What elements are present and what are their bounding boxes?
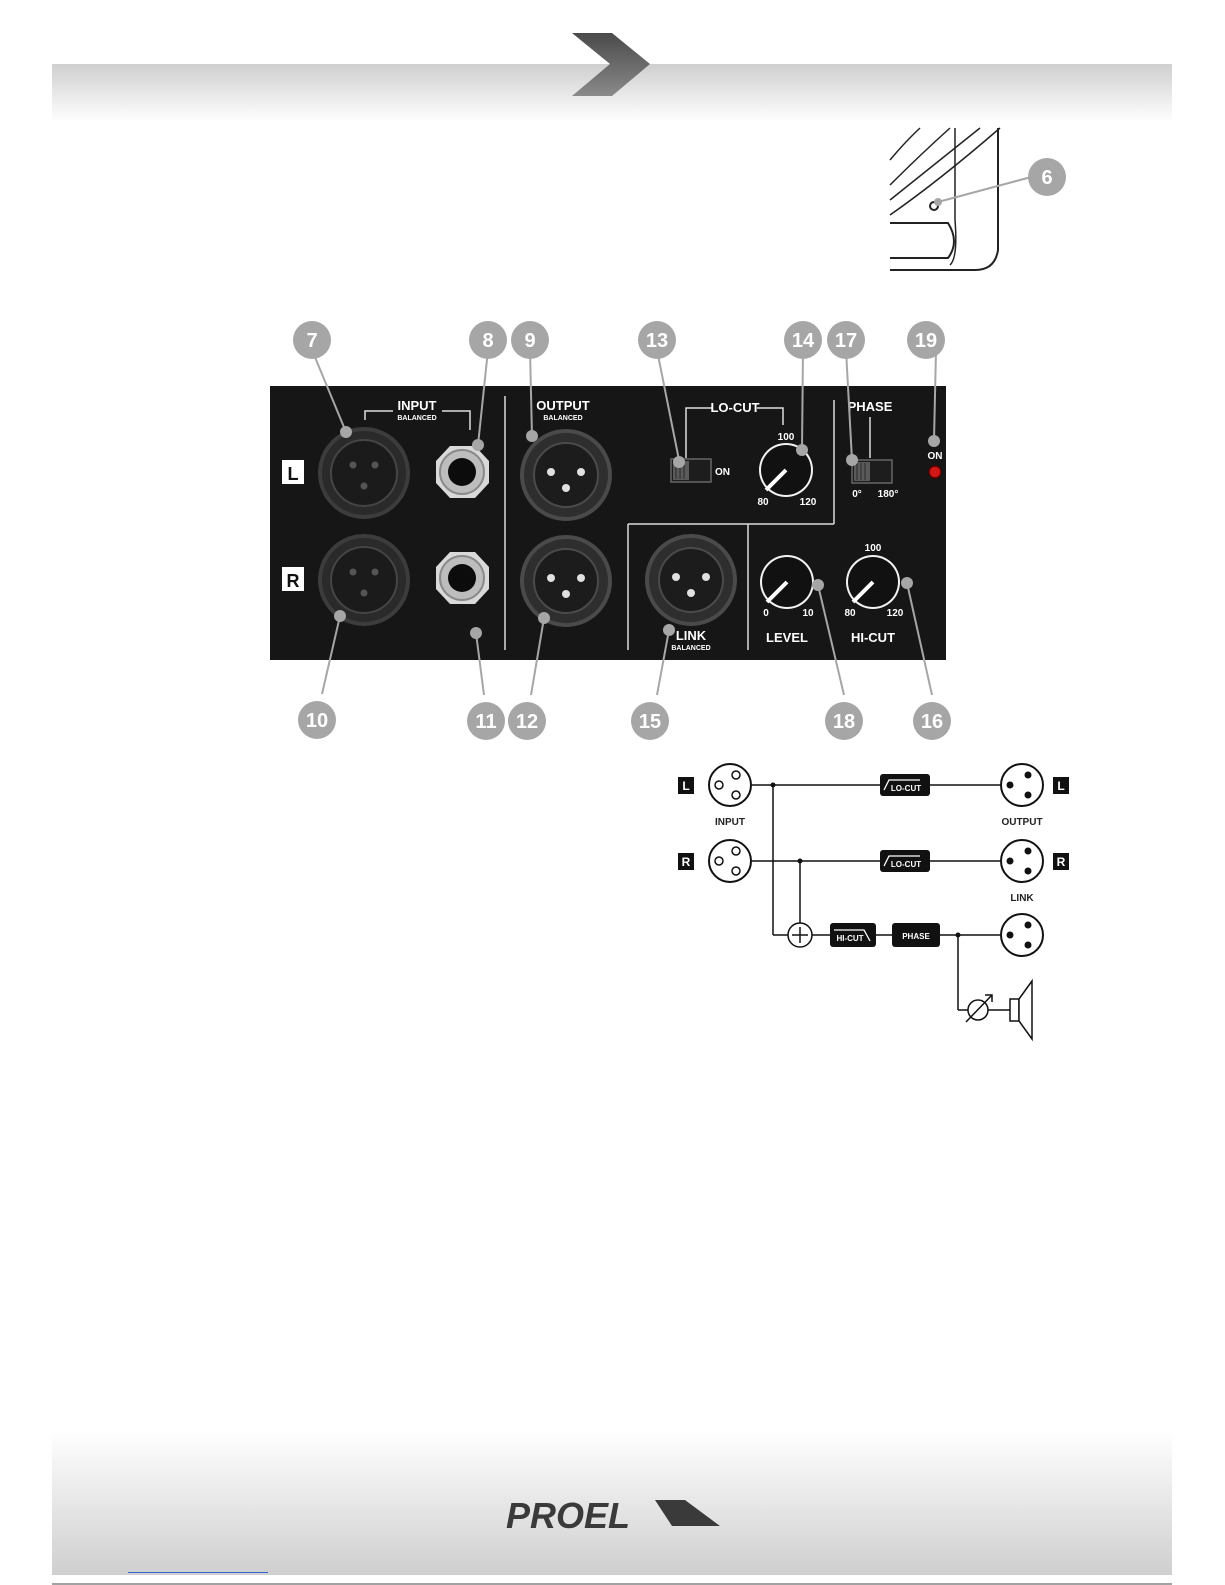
svg-text:7: 7 [306,330,317,352]
footer-link-underline [128,1572,268,1573]
diagram-link-xlr-icon [1001,914,1043,956]
diagram-input-r-badge: R [682,855,691,869]
callout-10: 10 [298,701,336,739]
svg-text:9: 9 [524,330,535,352]
svg-text:19: 19 [915,330,937,352]
callout-layer: 6 7 8 9 13 14 17 19 10 11 12 15 18 16 [0,0,1225,760]
callout-18: 18 [825,702,863,740]
svg-text:6: 6 [1041,167,1052,189]
diagram-hicut-box: HI-CUT [830,923,876,947]
diagram-input-xlr-l-icon [709,764,751,806]
brand-logo-text: PROEL [506,1495,630,1536]
callout-8: 8 [469,321,507,359]
block-diagram: L R L R INPUT OUTPUT LINK LO-CUT [670,755,1090,1045]
diagram-sum-node-icon [788,923,812,947]
callout-17: 17 [827,321,865,359]
svg-text:16: 16 [921,711,943,733]
svg-text:15: 15 [639,711,661,733]
diagram-output-l-badge: L [1057,779,1064,793]
diagram-locut-box-r: LO-CUT [880,850,930,872]
diagram-level-control-icon [966,995,992,1022]
svg-text:12: 12 [516,711,538,733]
callout-16: 16 [913,702,951,740]
svg-text:13: 13 [646,330,668,352]
diagram-output-r-badge: R [1057,855,1066,869]
svg-text:LO-CUT: LO-CUT [891,860,921,869]
svg-text:10: 10 [306,710,328,732]
diagram-output-xlr-r-icon [1001,840,1043,882]
diagram-speaker-icon [1010,981,1032,1039]
svg-text:17: 17 [835,330,857,352]
diagram-link-label: LINK [1010,893,1034,904]
diagram-output-label: OUTPUT [1001,817,1042,828]
callout-9: 9 [511,321,549,359]
callout-14: 14 [784,321,822,359]
svg-text:18: 18 [833,711,855,733]
svg-text:PHASE: PHASE [902,932,930,941]
svg-text:14: 14 [792,330,815,352]
callout-7: 7 [293,321,331,359]
svg-text:LO-CUT: LO-CUT [891,784,921,793]
callout-6: 6 [1028,158,1066,196]
diagram-phase-box: PHASE [892,923,940,947]
callout-11: 11 [467,702,505,740]
diagram-input-l-badge: L [682,779,689,793]
diagram-input-xlr-r-icon [709,840,751,882]
callout-15: 15 [631,702,669,740]
callout-19: 19 [907,321,945,359]
callout-12: 12 [508,702,546,740]
diagram-input-label: INPUT [715,817,745,828]
svg-text:HI-CUT: HI-CUT [836,934,863,943]
svg-text:11: 11 [475,711,496,733]
footer-band: PROEL [0,1420,1225,1585]
diagram-output-xlr-l-icon [1001,764,1043,806]
svg-text:8: 8 [482,330,493,352]
callout-13: 13 [638,321,676,359]
diagram-locut-box-l: LO-CUT [880,774,930,796]
